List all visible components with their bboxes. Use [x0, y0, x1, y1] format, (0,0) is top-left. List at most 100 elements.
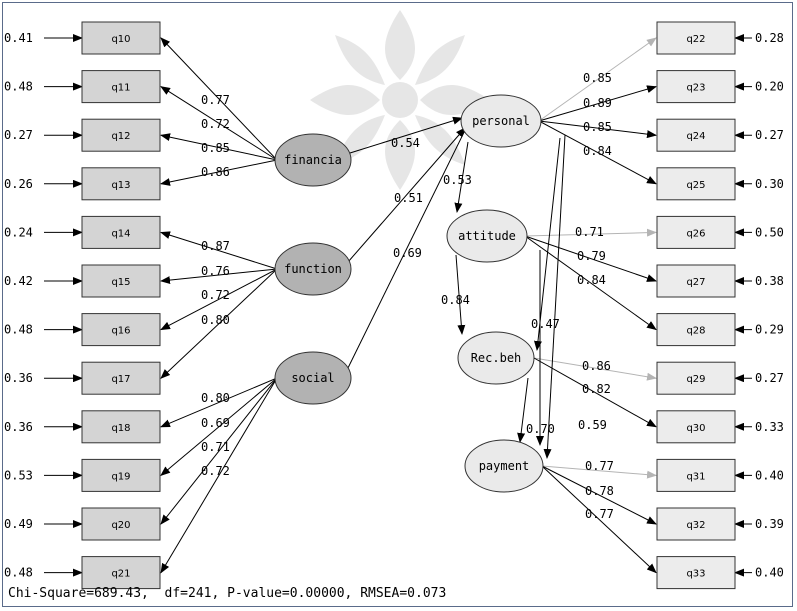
indicator-label: q27 [686, 277, 705, 288]
indicator-label: q29 [686, 374, 705, 385]
indicator-q24[interactable]: q24 [656, 118, 736, 152]
error-variance-q12: 0.27 [4, 128, 33, 142]
loading-function-q15: 0.76 [201, 264, 230, 278]
loading-personal-q24: 0.85 [583, 120, 612, 134]
indicator-label: q31 [686, 471, 705, 482]
indicator-label: q18 [111, 423, 130, 434]
indicator-q13[interactable]: q13 [81, 167, 161, 201]
error-variance-q14: 0.24 [4, 225, 33, 239]
path-function-personal: 0.51 [394, 191, 423, 205]
error-variance-q17: 0.36 [4, 371, 33, 385]
indicator-q18[interactable]: q18 [81, 410, 161, 444]
indicator-label: q12 [111, 131, 130, 142]
loading-function-q14: 0.87 [201, 239, 230, 253]
loading-function-q16: 0.72 [201, 288, 230, 302]
error-variance-q23: 0.20 [755, 80, 784, 94]
indicator-q12[interactable]: q12 [81, 118, 161, 152]
latent-social[interactable]: social [274, 351, 352, 405]
indicator-q23[interactable]: q23 [656, 70, 736, 104]
indicator-label: q23 [686, 83, 705, 94]
indicator-q20[interactable]: q20 [81, 507, 161, 541]
indicator-q25[interactable]: q25 [656, 167, 736, 201]
loading-personal-q25: 0.84 [583, 144, 612, 158]
error-variance-q29: 0.27 [755, 371, 784, 385]
loading-social-q21: 0.72 [201, 464, 230, 478]
indicator-label: q24 [686, 131, 705, 142]
indicator-label: q10 [111, 34, 130, 45]
indicator-q14[interactable]: q14 [81, 215, 161, 249]
latent-personal[interactable]: personal [460, 94, 542, 148]
latent-label: social [291, 371, 334, 385]
latent-label: function [284, 262, 342, 276]
path-financia-personal: 0.54 [391, 136, 420, 150]
indicator-label: q22 [686, 34, 705, 45]
error-variance-q21: 0.48 [4, 566, 33, 580]
loading-payment-q33: 0.77 [585, 507, 614, 521]
loading-recbeh-q30: 0.82 [582, 382, 611, 396]
path-lines [44, 34, 752, 577]
latent-label: Rec.beh [471, 351, 522, 365]
path-recbeh-payment: 0.70 [526, 422, 555, 436]
indicator-q30[interactable]: q30 [656, 410, 736, 444]
indicator-label: q17 [111, 374, 130, 385]
indicator-q16[interactable]: q16 [81, 313, 161, 347]
latent-label: financia [284, 153, 342, 167]
latent-label: personal [472, 114, 530, 128]
latent-payment[interactable]: payment [464, 439, 544, 493]
indicator-q21[interactable]: q21 [81, 556, 161, 590]
error-variance-q22: 0.28 [755, 31, 784, 45]
indicator-q31[interactable]: q31 [656, 458, 736, 492]
error-variance-q30: 0.33 [755, 420, 784, 434]
latent-function[interactable]: function [274, 242, 352, 296]
loading-personal-q22: 0.85 [583, 71, 612, 85]
error-variance-q19: 0.53 [4, 468, 33, 482]
loading-attitude-q26: 0.71 [575, 225, 604, 239]
left-indicators: q100.41q110.48q120.27q130.26q140.24q150.… [4, 21, 161, 590]
error-variance-q10: 0.41 [4, 31, 33, 45]
indicator-label: q14 [111, 228, 130, 239]
path-personal-attitude: 0.53 [443, 173, 472, 187]
indicator-label: q26 [686, 228, 705, 239]
indicator-q17[interactable]: q17 [81, 361, 161, 395]
loading-social-q18: 0.80 [201, 391, 230, 405]
indicator-label: q20 [111, 520, 130, 531]
latent-attitude[interactable]: attitude [446, 209, 528, 263]
error-variance-q24: 0.27 [755, 128, 784, 142]
loading-attitude-q28: 0.84 [577, 273, 606, 287]
loading-financia-q12: 0.85 [201, 141, 230, 155]
error-variance-q11: 0.48 [4, 80, 33, 94]
indicator-q27[interactable]: q27 [656, 264, 736, 298]
error-variance-q31: 0.40 [755, 468, 784, 482]
loading-function-q17: 0.80 [201, 313, 230, 327]
indicator-q29[interactable]: q29 [656, 361, 736, 395]
path-attitude-recbeh: 0.84 [441, 293, 470, 307]
path-social-personal: 0.69 [393, 246, 422, 260]
error-variance-q33: 0.40 [755, 566, 784, 580]
loading-attitude-q27: 0.79 [577, 249, 606, 263]
latent-label: payment [479, 459, 530, 473]
indicator-q28[interactable]: q28 [656, 313, 736, 347]
loading-payment-q32: 0.78 [585, 484, 614, 498]
indicator-q15[interactable]: q15 [81, 264, 161, 298]
error-variance-q15: 0.42 [4, 274, 33, 288]
indicator-label: q33 [686, 569, 705, 580]
indicator-label: q30 [686, 423, 705, 434]
loading-social-q19: 0.69 [201, 416, 230, 430]
indicator-q22[interactable]: q22 [656, 21, 736, 55]
indicator-q26[interactable]: q26 [656, 215, 736, 249]
indicator-q19[interactable]: q19 [81, 458, 161, 492]
indicator-q32[interactable]: q32 [656, 507, 736, 541]
indicator-q33[interactable]: q33 [656, 556, 736, 590]
error-variance-q28: 0.29 [755, 323, 784, 337]
fit-statistics: Chi-Square=689.43, df=241, P-value=0.000… [8, 586, 447, 601]
error-variance-q32: 0.39 [755, 517, 784, 531]
loading-personal-q23: 0.89 [583, 96, 612, 110]
latent-rec-beh[interactable]: Rec.beh [457, 331, 535, 385]
indicator-q11[interactable]: q11 [81, 70, 161, 104]
indicator-q10[interactable]: q10 [81, 21, 161, 55]
latent-financia[interactable]: financia [274, 133, 352, 187]
loading-recbeh-q29: 0.86 [582, 359, 611, 373]
indicator-label: q19 [111, 471, 130, 482]
indicator-label: q11 [111, 83, 130, 94]
